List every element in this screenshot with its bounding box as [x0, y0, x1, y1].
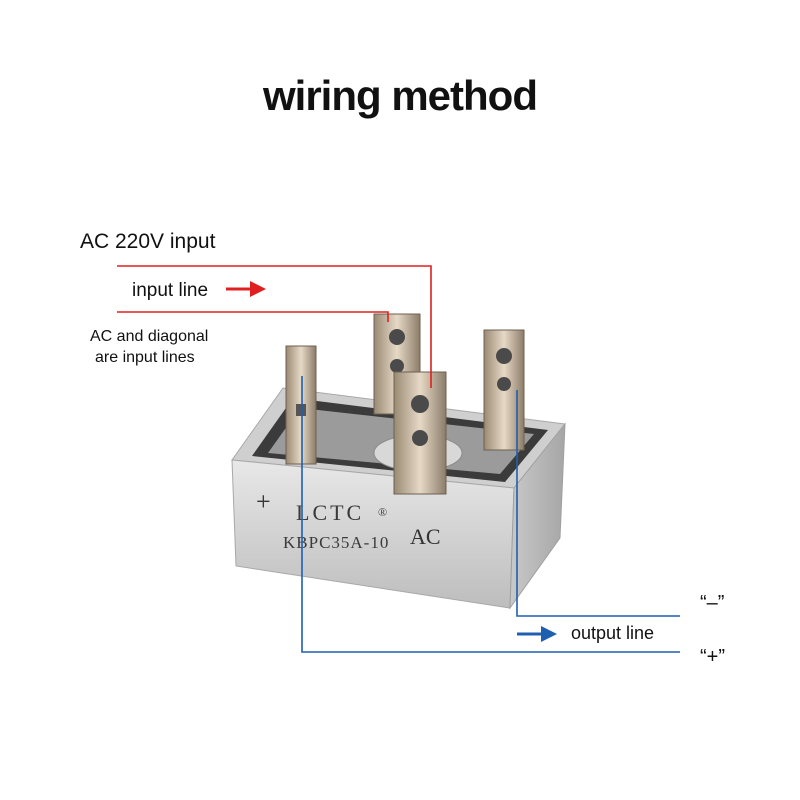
input-arrow-icon — [226, 281, 266, 297]
ac-diagonal-note: AC and diagonal are input lines — [90, 326, 208, 368]
ac-diagonal-note-line2: are input lines — [95, 349, 195, 366]
input-wire-back — [117, 311, 389, 322]
plus-terminal-label: “+” — [700, 646, 725, 668]
output-wire-minus — [516, 390, 680, 617]
output-line-label: output line — [571, 623, 655, 643]
input-line-label: input line — [132, 280, 209, 301]
page-title: wiring method — [263, 72, 538, 119]
output-arrow-icon — [517, 626, 557, 642]
terminal-tab-right — [483, 329, 525, 451]
case-brand: LCTC — [296, 500, 364, 525]
input-wire-front — [117, 265, 432, 388]
ac-diagonal-note-line1: AC and diagonal — [90, 328, 209, 345]
minus-terminal-label: “–” — [700, 592, 725, 614]
case-ac-mark: AC — [410, 524, 441, 549]
terminal-tab-left — [285, 345, 317, 465]
case-registered-mark: ® — [378, 505, 387, 519]
terminal-tab-front — [393, 371, 447, 495]
case-plus-mark: + — [256, 487, 271, 516]
output-wire-plus — [301, 376, 680, 653]
ac-input-label: AC 220V input — [80, 230, 216, 253]
case-model: KBPC35A-10 — [283, 533, 389, 552]
